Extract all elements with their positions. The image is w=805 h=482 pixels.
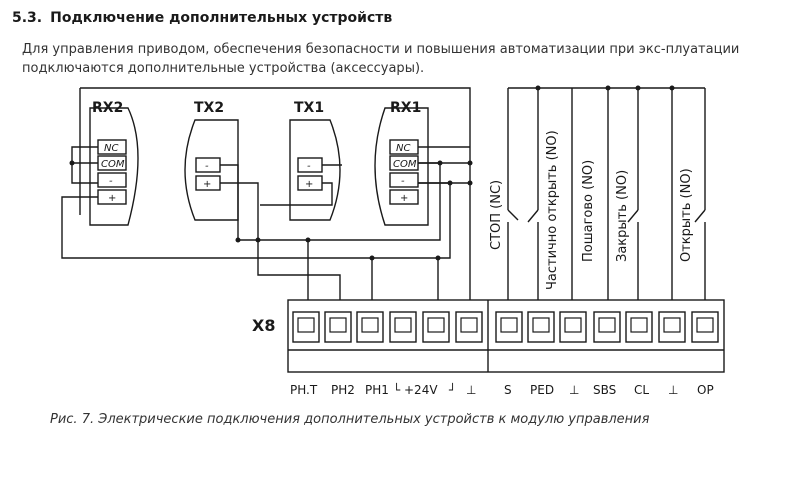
switch-label-stop: СТОП (NC) (489, 180, 504, 250)
intro-paragraph: Для управления приводом, обеспечения без… (22, 42, 740, 76)
pin-label: + (305, 179, 313, 190)
terminal-labels: PH.T PH2 PH1 └+24V ┘ ⊥ S PED ⊥ SBS CL ⊥ OP (290, 382, 714, 397)
pin-label: - (307, 161, 311, 172)
terminal-label: └ (393, 382, 401, 397)
terminal-slot (559, 311, 587, 343)
pin-label: - (401, 176, 405, 187)
section-title: Подключение дополнительных устройств (50, 10, 393, 26)
figure-caption: Рис. 7. Электрические подключения дополн… (50, 412, 650, 427)
terminal-label: PH2 (331, 383, 355, 397)
terminal-slot (691, 311, 719, 343)
terminal-label: PH1 (365, 383, 389, 397)
terminal-screw (329, 317, 347, 333)
terminal-screw (361, 317, 379, 333)
terminal-screw (500, 317, 518, 333)
terminal-label: S (504, 383, 512, 397)
pin-label: - (109, 176, 113, 187)
terminal-screw (663, 317, 681, 333)
terminal-slot (324, 311, 352, 343)
terminal-screw (460, 317, 478, 333)
terminal-label: ⊥ (466, 383, 476, 397)
switch-label-close: Закрыть (NO) (615, 170, 630, 262)
device-label-rx2: RX2 (92, 100, 123, 116)
terminal-slot (356, 311, 384, 343)
terminal-screw (564, 317, 582, 333)
terminal-slot (292, 311, 320, 343)
terminal-slot (527, 311, 555, 343)
pin-label: COM (393, 159, 417, 170)
switch-label-open: Открыть (NO) (679, 168, 694, 262)
section-heading: 5.3. Подключение дополнительных устройств (12, 10, 392, 26)
terminal-label: PED (530, 383, 554, 397)
pin-label: + (400, 193, 408, 204)
terminal-screw (630, 317, 648, 333)
pin-label: + (203, 179, 211, 190)
terminal-screw (696, 317, 714, 333)
rx1-body (374, 107, 429, 226)
pin-label: NC (104, 143, 118, 154)
switch-label-partial-open: Частично открыть (NO) (545, 130, 560, 290)
x8-block (287, 299, 725, 373)
terminal-screw (598, 317, 616, 333)
tx1-body (289, 119, 341, 221)
device-label-tx2: TX2 (194, 100, 224, 116)
terminal-label: ┘ (448, 382, 456, 397)
pin-label: - (205, 161, 209, 172)
tx2-body (184, 119, 239, 221)
terminal-row (292, 311, 719, 343)
terminal-screw (532, 317, 550, 333)
device-label-rx1: RX1 (390, 100, 421, 116)
switch-label-step: Пошагово (NO) (581, 160, 596, 262)
connector-label: X8 (252, 316, 275, 335)
pin-label: COM (101, 159, 125, 170)
terminal-label: CL (634, 383, 649, 397)
terminal-slot (625, 311, 653, 343)
terminal-slot (495, 311, 523, 343)
terminal-slot (389, 311, 417, 343)
terminal-label: ⊥ (569, 383, 579, 397)
pin-label: NC (396, 143, 410, 154)
terminal-slot (455, 311, 483, 343)
terminal-slot (422, 311, 450, 343)
device-label-tx1: TX1 (294, 100, 324, 116)
rx2-body (89, 107, 139, 226)
terminal-screw (297, 317, 315, 333)
section-number: 5.3. (12, 10, 43, 26)
pin-label: + (108, 193, 116, 204)
terminal-label: +24V (404, 383, 438, 397)
terminal-slot (593, 311, 621, 343)
terminal-screw (427, 317, 445, 333)
terminal-screw (394, 317, 412, 333)
terminal-label: PH.T (290, 383, 318, 397)
terminal-label: OP (697, 383, 714, 397)
terminal-slot (658, 311, 686, 343)
terminal-label: ⊥ (668, 383, 678, 397)
terminal-label: SBS (593, 383, 616, 397)
